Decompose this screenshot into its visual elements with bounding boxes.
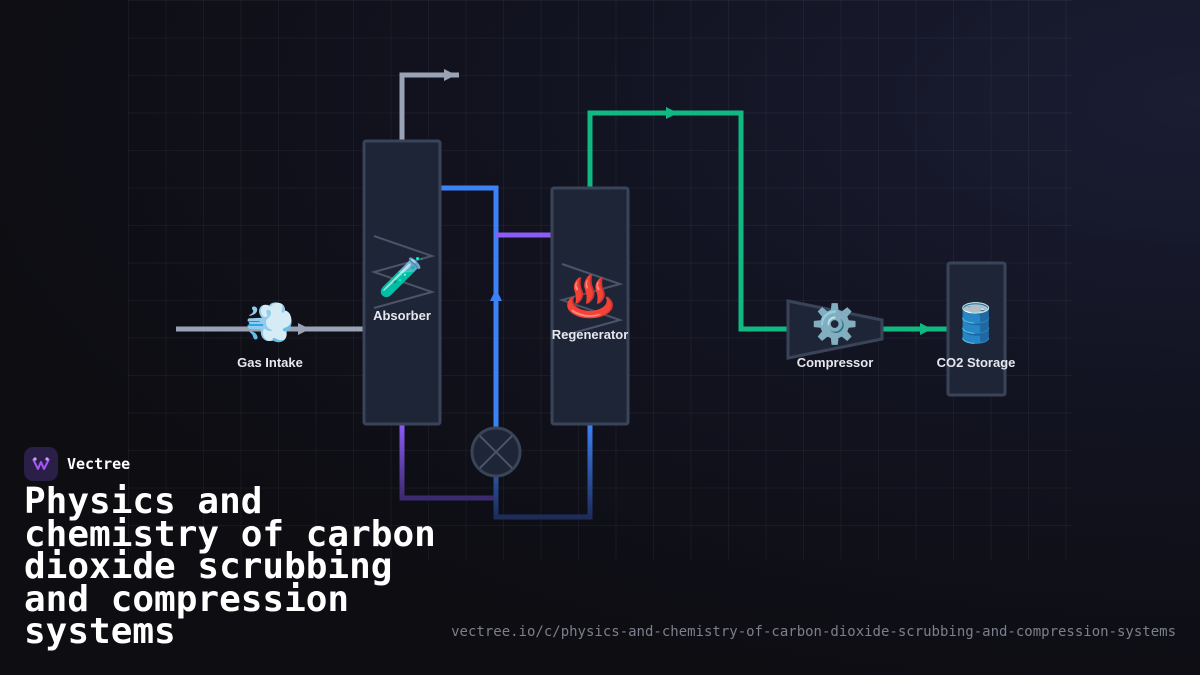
hot-springs-icon: ♨️ (565, 273, 615, 320)
co2-storage-label: CO2 Storage (937, 355, 1016, 370)
treated-gas-outlet-line (399, 69, 459, 141)
flue-gas-inlet-line (176, 323, 365, 335)
compressor-label: Compressor (797, 355, 874, 370)
co2-line-to-compressor (587, 107, 788, 332)
absorber-label: Absorber (373, 308, 431, 323)
co2-line-to-storage (882, 323, 948, 335)
vectree-logo-icon (24, 447, 58, 481)
regenerator-bottom-line (493, 424, 593, 520)
gear-icon: ⚙️ (811, 302, 858, 346)
brand-name: Vectree (67, 455, 131, 473)
source-url: vectree.io/c/physics-and-chemistry-of-ca… (451, 624, 1176, 640)
co2-storage-node: 🛢️ CO2 Storage (937, 261, 1016, 397)
test-tube-icon: 🧪 (378, 255, 425, 299)
wind-icon: 💨 (245, 300, 295, 346)
regenerator-column: ♨️ Regenerator (550, 186, 630, 426)
page-title: Physics and chemistry of carbon dioxide … (24, 481, 436, 652)
absorber-column: 🧪 Absorber (362, 139, 442, 426)
oil-drum-icon: 🛢️ (952, 301, 999, 345)
regenerator-label: Regenerator (552, 327, 629, 342)
compressor-node: ⚙️ Compressor (786, 299, 884, 370)
gas-intake-node: 💨 Gas Intake (237, 300, 303, 370)
gas-intake-label: Gas Intake (237, 355, 303, 370)
brand: Vectree (24, 447, 130, 481)
solvent-pump (470, 426, 522, 478)
